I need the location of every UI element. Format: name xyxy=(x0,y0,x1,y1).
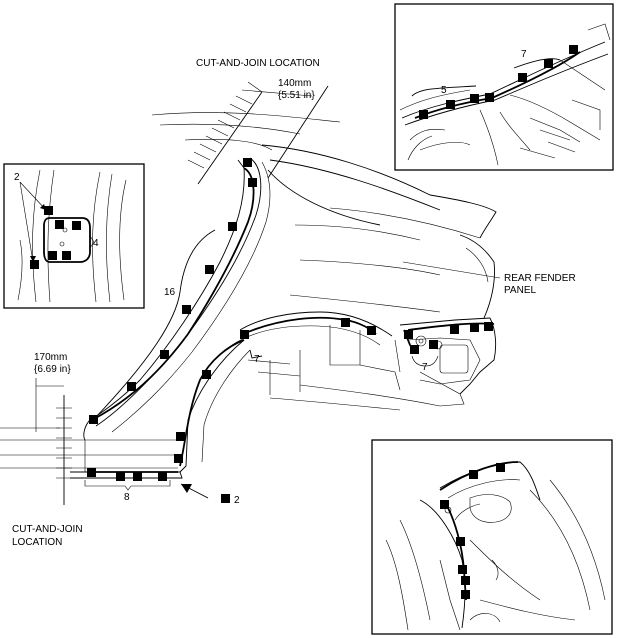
weld-marker-legend xyxy=(221,494,230,503)
callout-2-main: 2 xyxy=(234,495,240,506)
weld-marker xyxy=(470,323,479,332)
weld-marker xyxy=(429,340,438,349)
inset-left-detail xyxy=(3,163,145,309)
weld-marker xyxy=(127,382,136,391)
cut-join-location-bottom-label-line1: CUT-AND-JOIN xyxy=(12,524,83,535)
weld-marker xyxy=(87,468,96,477)
callout-8: 8 xyxy=(124,492,130,503)
inset-bottom-right-detail xyxy=(371,439,613,635)
callout-16: 16 xyxy=(164,287,176,298)
cut-line-lower xyxy=(35,378,72,505)
callout-brackets-main xyxy=(84,229,501,499)
rear-fender-panel-label-line1: REAR FENDER xyxy=(504,273,576,284)
weld-marker xyxy=(484,322,493,331)
weld-marker xyxy=(205,265,214,274)
cut-line-upper xyxy=(187,81,329,185)
weld-marker xyxy=(89,415,98,424)
dimension-top-in: {5.51 in} xyxy=(278,90,315,101)
dimension-left-mm: 170mm xyxy=(34,352,67,363)
weld-marker xyxy=(176,432,185,441)
weld-marker xyxy=(116,472,125,481)
weld-marker xyxy=(202,370,211,379)
weld-marker xyxy=(174,454,183,463)
spot-weld-markers-main xyxy=(87,158,493,503)
cut-join-location-top-label: CUT-AND-JOIN LOCATION xyxy=(196,58,320,69)
callout-7-inset: 7 xyxy=(521,49,527,60)
weld-marker xyxy=(404,330,413,339)
weld-marker xyxy=(228,222,237,231)
weld-marker xyxy=(367,326,376,335)
rear-fender-panel-label-line2: PANEL xyxy=(504,285,536,296)
dimension-top-mm: 140mm xyxy=(278,78,311,89)
weld-marker xyxy=(158,472,167,481)
weld-marker xyxy=(341,318,350,327)
callout-2-inset: 2 xyxy=(14,172,20,183)
weld-marker xyxy=(133,472,142,481)
weld-marker xyxy=(160,350,169,359)
callout-7-bracket: 7 xyxy=(422,362,428,373)
main-body-illustration xyxy=(0,112,497,479)
inset-top-right-detail xyxy=(394,3,614,171)
cut-join-location-bottom-label-line2: LOCATION xyxy=(12,537,62,548)
callout-5-inset: 5 xyxy=(441,85,447,96)
weld-marker xyxy=(450,325,459,334)
weld-marker xyxy=(410,345,419,354)
callout-7-arch: 7 xyxy=(254,354,260,365)
callout-4-inset: 4 xyxy=(93,238,99,249)
weld-marker xyxy=(182,305,191,314)
weld-marker xyxy=(243,158,252,167)
dimension-left-in: {6.69 in} xyxy=(34,364,71,375)
weld-marker xyxy=(240,330,249,339)
weld-marker xyxy=(248,178,257,187)
